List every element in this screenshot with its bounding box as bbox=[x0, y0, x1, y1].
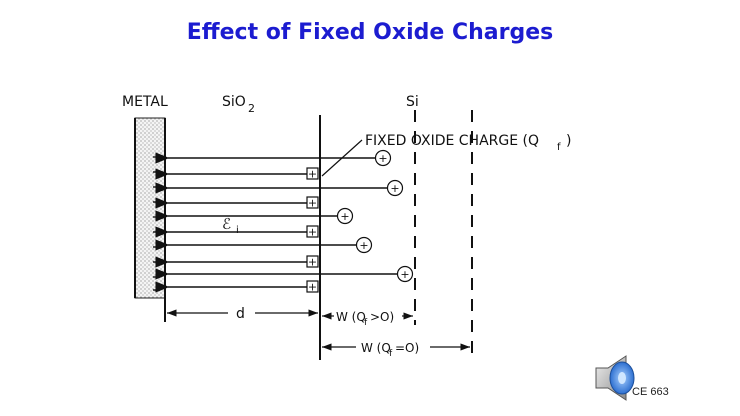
svg-text:+: + bbox=[400, 268, 409, 281]
svg-text:+: + bbox=[308, 197, 317, 210]
svg-text:+: + bbox=[308, 256, 317, 269]
fixed-charge-leader bbox=[321, 139, 363, 177]
svg-text:+: + bbox=[359, 239, 368, 252]
oxide-label-subscript: 2 bbox=[248, 102, 255, 115]
field-lines bbox=[155, 152, 398, 293]
fixed-charge-box: + bbox=[306, 167, 319, 181]
speaker-icon[interactable] bbox=[592, 352, 640, 408]
fixed-charge-box: + bbox=[306, 280, 319, 294]
field-label: ℰ bbox=[222, 215, 231, 233]
depletion-width-positive-label: W (Q bbox=[336, 310, 366, 324]
svg-text:+: + bbox=[308, 226, 317, 239]
fixed-charge-box: + bbox=[306, 255, 319, 269]
fixed-oxide-charges: + + + + + bbox=[306, 167, 319, 294]
ionized-donors: + + + + + bbox=[336, 149, 414, 283]
donor-ion: + bbox=[355, 236, 373, 254]
metal-label: METAL bbox=[122, 94, 168, 110]
fixed-charge-label-close: ) bbox=[566, 133, 571, 149]
field-label-subscript: i bbox=[236, 225, 239, 236]
donor-ion: + bbox=[336, 207, 354, 225]
metal-plate bbox=[134, 117, 166, 299]
depletion-width-zero-suffix: =O) bbox=[395, 341, 419, 355]
fixed-charge-box: + bbox=[306, 225, 319, 239]
si-label: Si bbox=[406, 94, 419, 110]
donor-ion: + bbox=[374, 149, 392, 167]
svg-text:+: + bbox=[378, 152, 387, 165]
donor-ion: + bbox=[396, 265, 414, 283]
fixed-charge-box: + bbox=[306, 196, 319, 210]
depletion-width-positive-suffix: >O) bbox=[370, 310, 394, 324]
depletion-width-zero-subscript: f bbox=[389, 349, 393, 359]
donor-ion: + bbox=[386, 179, 404, 197]
svg-text:+: + bbox=[340, 210, 349, 223]
slide-title: Effect of Fixed Oxide Charges bbox=[186, 20, 554, 45]
thickness-label: d bbox=[236, 306, 245, 322]
svg-text:+: + bbox=[308, 281, 317, 294]
course-code: CE 663 bbox=[632, 386, 669, 398]
depletion-width-positive-subscript: f bbox=[364, 318, 368, 328]
svg-text:+: + bbox=[390, 182, 399, 195]
fixed-charge-label-subscript: f bbox=[557, 142, 561, 153]
depletion-width-zero-label: W (Q bbox=[361, 341, 391, 355]
fixed-charge-label: FIXED OXIDE CHARGE (Q bbox=[365, 133, 539, 149]
oxide-label: SiO bbox=[222, 94, 246, 110]
svg-text:+: + bbox=[308, 168, 317, 181]
